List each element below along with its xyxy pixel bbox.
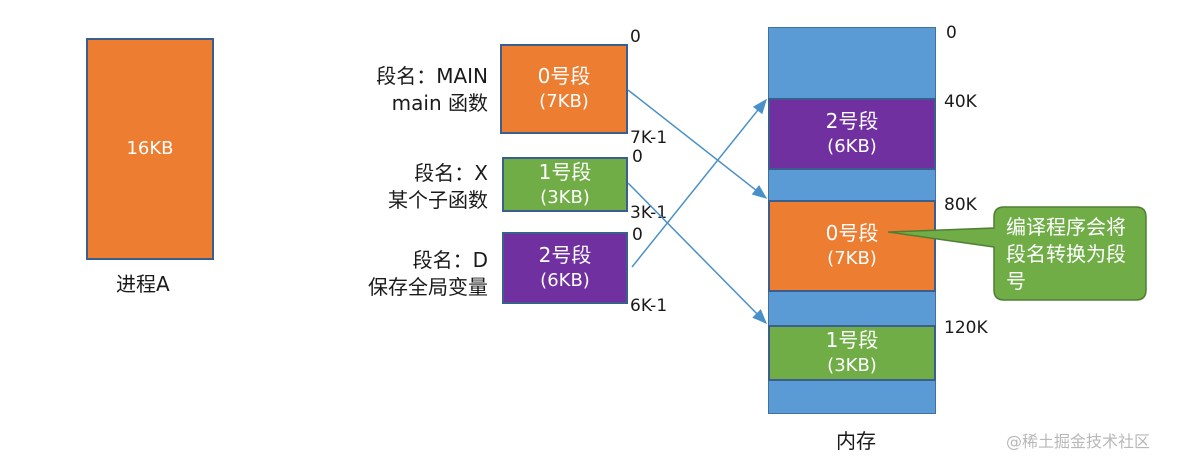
memory-block-segment-0: 0号段 (7KB): [768, 200, 936, 292]
segment-0-end: 7K-1: [630, 128, 668, 148]
callout-text: 编译程序会将段名转换为段号: [1006, 215, 1126, 293]
callout-bubble: [887, 206, 1147, 301]
memory-address-2: 120K: [944, 318, 988, 338]
segment-0-label: 段名：MAIN main 函数: [300, 63, 488, 117]
memory-block-1-title: 0号段: [825, 221, 879, 245]
segment-2-size: (6KB): [540, 270, 590, 291]
memory-block-1-size: (7KB): [827, 248, 877, 269]
memory-address-0: 40K: [944, 92, 977, 112]
memory-block-2-title: 1号段: [825, 328, 879, 352]
memory-block-2-size: (3KB): [827, 355, 877, 376]
memory-caption: 内存: [836, 429, 876, 453]
segment-1-box: 1号段 (3KB): [502, 157, 628, 212]
memory-block-segment-1: 1号段 (3KB): [768, 325, 936, 381]
arrow-segment-0: [627, 89, 768, 199]
memory-address-1: 80K: [944, 195, 977, 215]
segment-1-end: 3K-1: [630, 203, 668, 223]
memory-block-0-size: (6KB): [827, 136, 877, 157]
arrow-segment-1: [627, 182, 768, 325]
process-size: 16KB: [126, 138, 174, 159]
segment-1-start: 0: [632, 147, 643, 167]
segment-2-title: 2号段: [538, 243, 592, 267]
watermark: @稀土掘金技术社区: [1006, 432, 1151, 451]
memory-block-0-title: 2号段: [825, 109, 879, 133]
segment-1-size: (3KB): [540, 186, 590, 208]
segment-1-title: 1号段: [538, 159, 592, 184]
segment-0-desc: main 函数: [391, 91, 488, 115]
process-caption: 进程A: [116, 272, 170, 296]
segment-2-desc: 保存全局变量: [368, 275, 488, 299]
process-a-block: 16KB: [86, 38, 214, 260]
memory-address-top: 0: [946, 23, 957, 43]
memory-block-segment-2: 2号段 (6KB): [768, 98, 936, 170]
segment-2-name: 段名：D: [412, 248, 488, 272]
segment-0-start: 0: [630, 27, 641, 47]
segment-0-box: 0号段 (7KB): [500, 44, 628, 134]
segment-1-name: 段名：X: [414, 161, 488, 185]
segment-2-box: 2号段 (6KB): [502, 232, 628, 304]
segment-2-start: 0: [632, 225, 643, 245]
segment-1-desc: 某个子函数: [388, 188, 488, 212]
segment-2-end: 6K-1: [630, 296, 668, 316]
arrow-segment-2: [631, 98, 767, 268]
segment-2-label: 段名：D 保存全局变量: [300, 247, 488, 301]
segment-1-label: 段名：X 某个子函数: [300, 160, 488, 214]
segment-0-size: (7KB): [539, 91, 589, 112]
segment-0-title: 0号段: [537, 64, 591, 88]
segment-0-name: 段名：MAIN: [376, 64, 488, 88]
